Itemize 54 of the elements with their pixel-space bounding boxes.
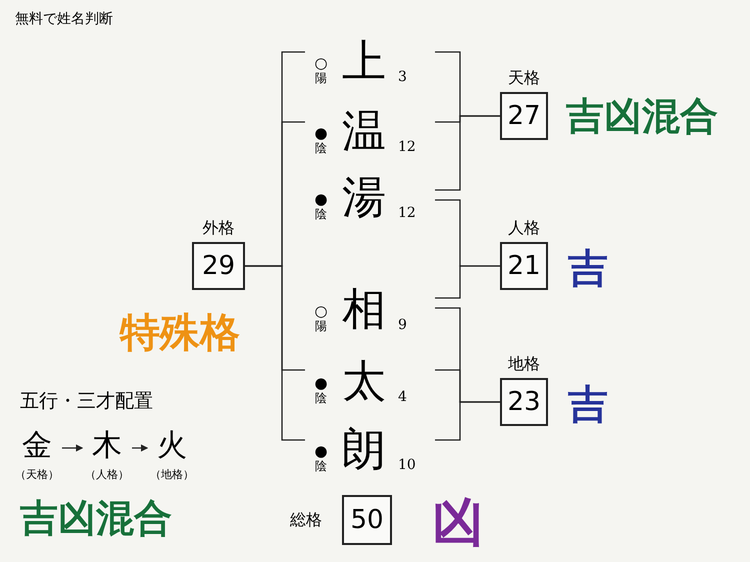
name-kanji: 上: [342, 40, 386, 84]
yin-yang-mark: ○: [314, 304, 328, 319]
yin-yang-label: 陰: [315, 207, 327, 222]
fortune-text: 吉凶混合: [566, 92, 718, 140]
arrow: [62, 444, 84, 452]
stroke-count: 3: [398, 70, 407, 84]
yin-yang-label: 陰: [315, 141, 327, 156]
fortune-text: 特殊格: [120, 308, 240, 358]
element-caption: （天格）: [14, 469, 60, 480]
fortune-text: 吉: [568, 244, 608, 294]
name-kanji: 太: [342, 360, 386, 404]
name-kanji: 朗: [342, 428, 386, 472]
fortune-text: 吉凶混合: [20, 494, 172, 542]
grid-heading: 総格: [290, 512, 322, 528]
score-box: 23: [500, 378, 548, 426]
yin-yang-label: 陽: [315, 71, 327, 86]
fortune-text: 凶: [432, 491, 484, 555]
stroke-count: 4: [398, 390, 407, 404]
yin-yang-label: 陰: [315, 391, 327, 406]
grid-heading: 天格: [508, 70, 540, 86]
yin-yang-mark: ●: [314, 444, 328, 459]
yin-yang-mark: ●: [314, 192, 328, 207]
stroke-count: 9: [398, 318, 407, 332]
grid-heading: 地格: [508, 356, 540, 372]
bracket-line: [435, 265, 500, 299]
element-kanji: 火: [155, 426, 189, 466]
bracket-line: [435, 115, 500, 191]
arrow: [132, 444, 148, 452]
element-kanji: 木: [90, 426, 124, 466]
section-heading: 五行・三才配置: [20, 390, 153, 414]
score-box: 50: [342, 495, 392, 545]
yin-yang-label: 陽: [315, 319, 327, 334]
grid-heading: 人格: [508, 220, 540, 236]
element-caption: （人格）: [84, 469, 130, 480]
bracket-line: [435, 401, 500, 441]
stroke-count: 12: [398, 206, 416, 220]
name-kanji: 相: [342, 288, 386, 332]
yin-yang-mark: ●: [314, 126, 328, 141]
yin-yang-label: 陰: [315, 459, 327, 474]
element-caption: （地格）: [149, 469, 195, 480]
fortune-text: 吉: [568, 380, 608, 430]
title: 無料で姓名判断: [15, 12, 113, 26]
bracket-line: [245, 265, 305, 441]
score-box: 27: [500, 92, 548, 140]
stroke-count: 12: [398, 140, 416, 154]
grid-heading: 外格: [202, 220, 234, 236]
name-kanji: 湯: [342, 176, 386, 220]
score-box: 21: [500, 242, 548, 290]
element-kanji: 金: [20, 426, 54, 466]
name-kanji: 温: [342, 110, 386, 154]
yin-yang-mark: ●: [314, 376, 328, 391]
score-box: 29: [192, 242, 245, 290]
stroke-count: 10: [398, 458, 416, 472]
yin-yang-mark: ○: [314, 56, 328, 71]
